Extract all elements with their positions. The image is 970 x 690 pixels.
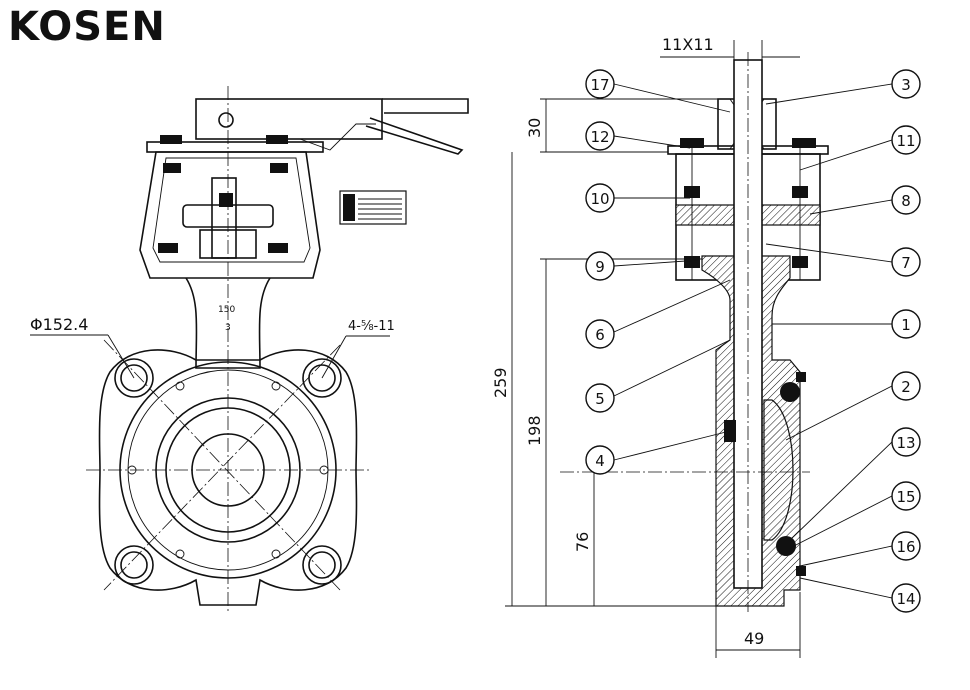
dimension-lines	[505, 40, 801, 658]
gearbox-housing	[139, 151, 321, 279]
dim-mid: 198	[525, 415, 544, 446]
balloon-10: 10	[585, 183, 615, 213]
balloon-9: 9	[585, 251, 615, 281]
balloon-17: 17	[585, 69, 615, 99]
disc-section	[763, 399, 794, 541]
svg-text:10: 10	[590, 190, 609, 208]
part-balloons: 17 12 10 9 6 5 4 3 11 8 7 1 2 13 15 16 1…	[585, 69, 921, 613]
front-view: 150 3 Φ152.4 4-⅝-11	[30, 86, 469, 612]
dim-total: 259	[491, 367, 510, 398]
balloon-16: 16	[891, 531, 921, 561]
brand-logo: KOSEN	[8, 4, 166, 50]
svg-text:16: 16	[896, 538, 915, 556]
flange-diameter-label: Φ152.4	[30, 315, 88, 334]
svg-text:14: 14	[896, 590, 915, 608]
dim-width: 49	[744, 629, 764, 648]
svg-text:4: 4	[595, 452, 605, 470]
svg-text:11: 11	[896, 132, 915, 150]
svg-text:12: 12	[590, 128, 609, 146]
balloon-2: 2	[891, 371, 921, 401]
svg-text:15: 15	[896, 488, 915, 506]
svg-text:7: 7	[901, 254, 911, 272]
handle-lever	[195, 98, 469, 155]
balloon-15: 15	[891, 481, 921, 511]
dim-low: 76	[573, 532, 592, 552]
dim-top: 30	[525, 118, 544, 138]
svg-text:6: 6	[595, 326, 605, 344]
balloon-11: 11	[891, 125, 921, 155]
leader-lines	[613, 83, 893, 599]
dim-stem-square: 11X11	[662, 35, 714, 54]
balloon-4: 4	[585, 445, 615, 475]
name-plate	[339, 190, 407, 225]
balloon-3: 3	[891, 69, 921, 99]
balloon-6: 6	[585, 319, 615, 349]
body-mark-bottom: 3	[225, 323, 231, 333]
balloon-13: 13	[891, 427, 921, 457]
balloon-7: 7	[891, 247, 921, 277]
balloon-1: 1	[891, 309, 921, 339]
balloon-8: 8	[891, 185, 921, 215]
balloon-5: 5	[585, 383, 615, 413]
balloon-12: 12	[585, 121, 615, 151]
svg-text:3: 3	[901, 76, 911, 94]
bolt-hole-note: 4-⅝-11	[348, 319, 395, 334]
svg-text:13: 13	[896, 434, 915, 452]
svg-text:9: 9	[595, 258, 605, 276]
body-mark-top: 150	[218, 305, 235, 315]
balloon-14: 14	[891, 583, 921, 613]
svg-text:1: 1	[901, 316, 911, 334]
svg-text:8: 8	[901, 192, 911, 210]
svg-text:5: 5	[595, 390, 605, 408]
svg-text:2: 2	[901, 378, 911, 396]
lug-bolt-holes	[114, 358, 342, 585]
section-view: 11X11 30 259 198 76 49	[491, 35, 893, 658]
svg-text:17: 17	[590, 76, 609, 94]
